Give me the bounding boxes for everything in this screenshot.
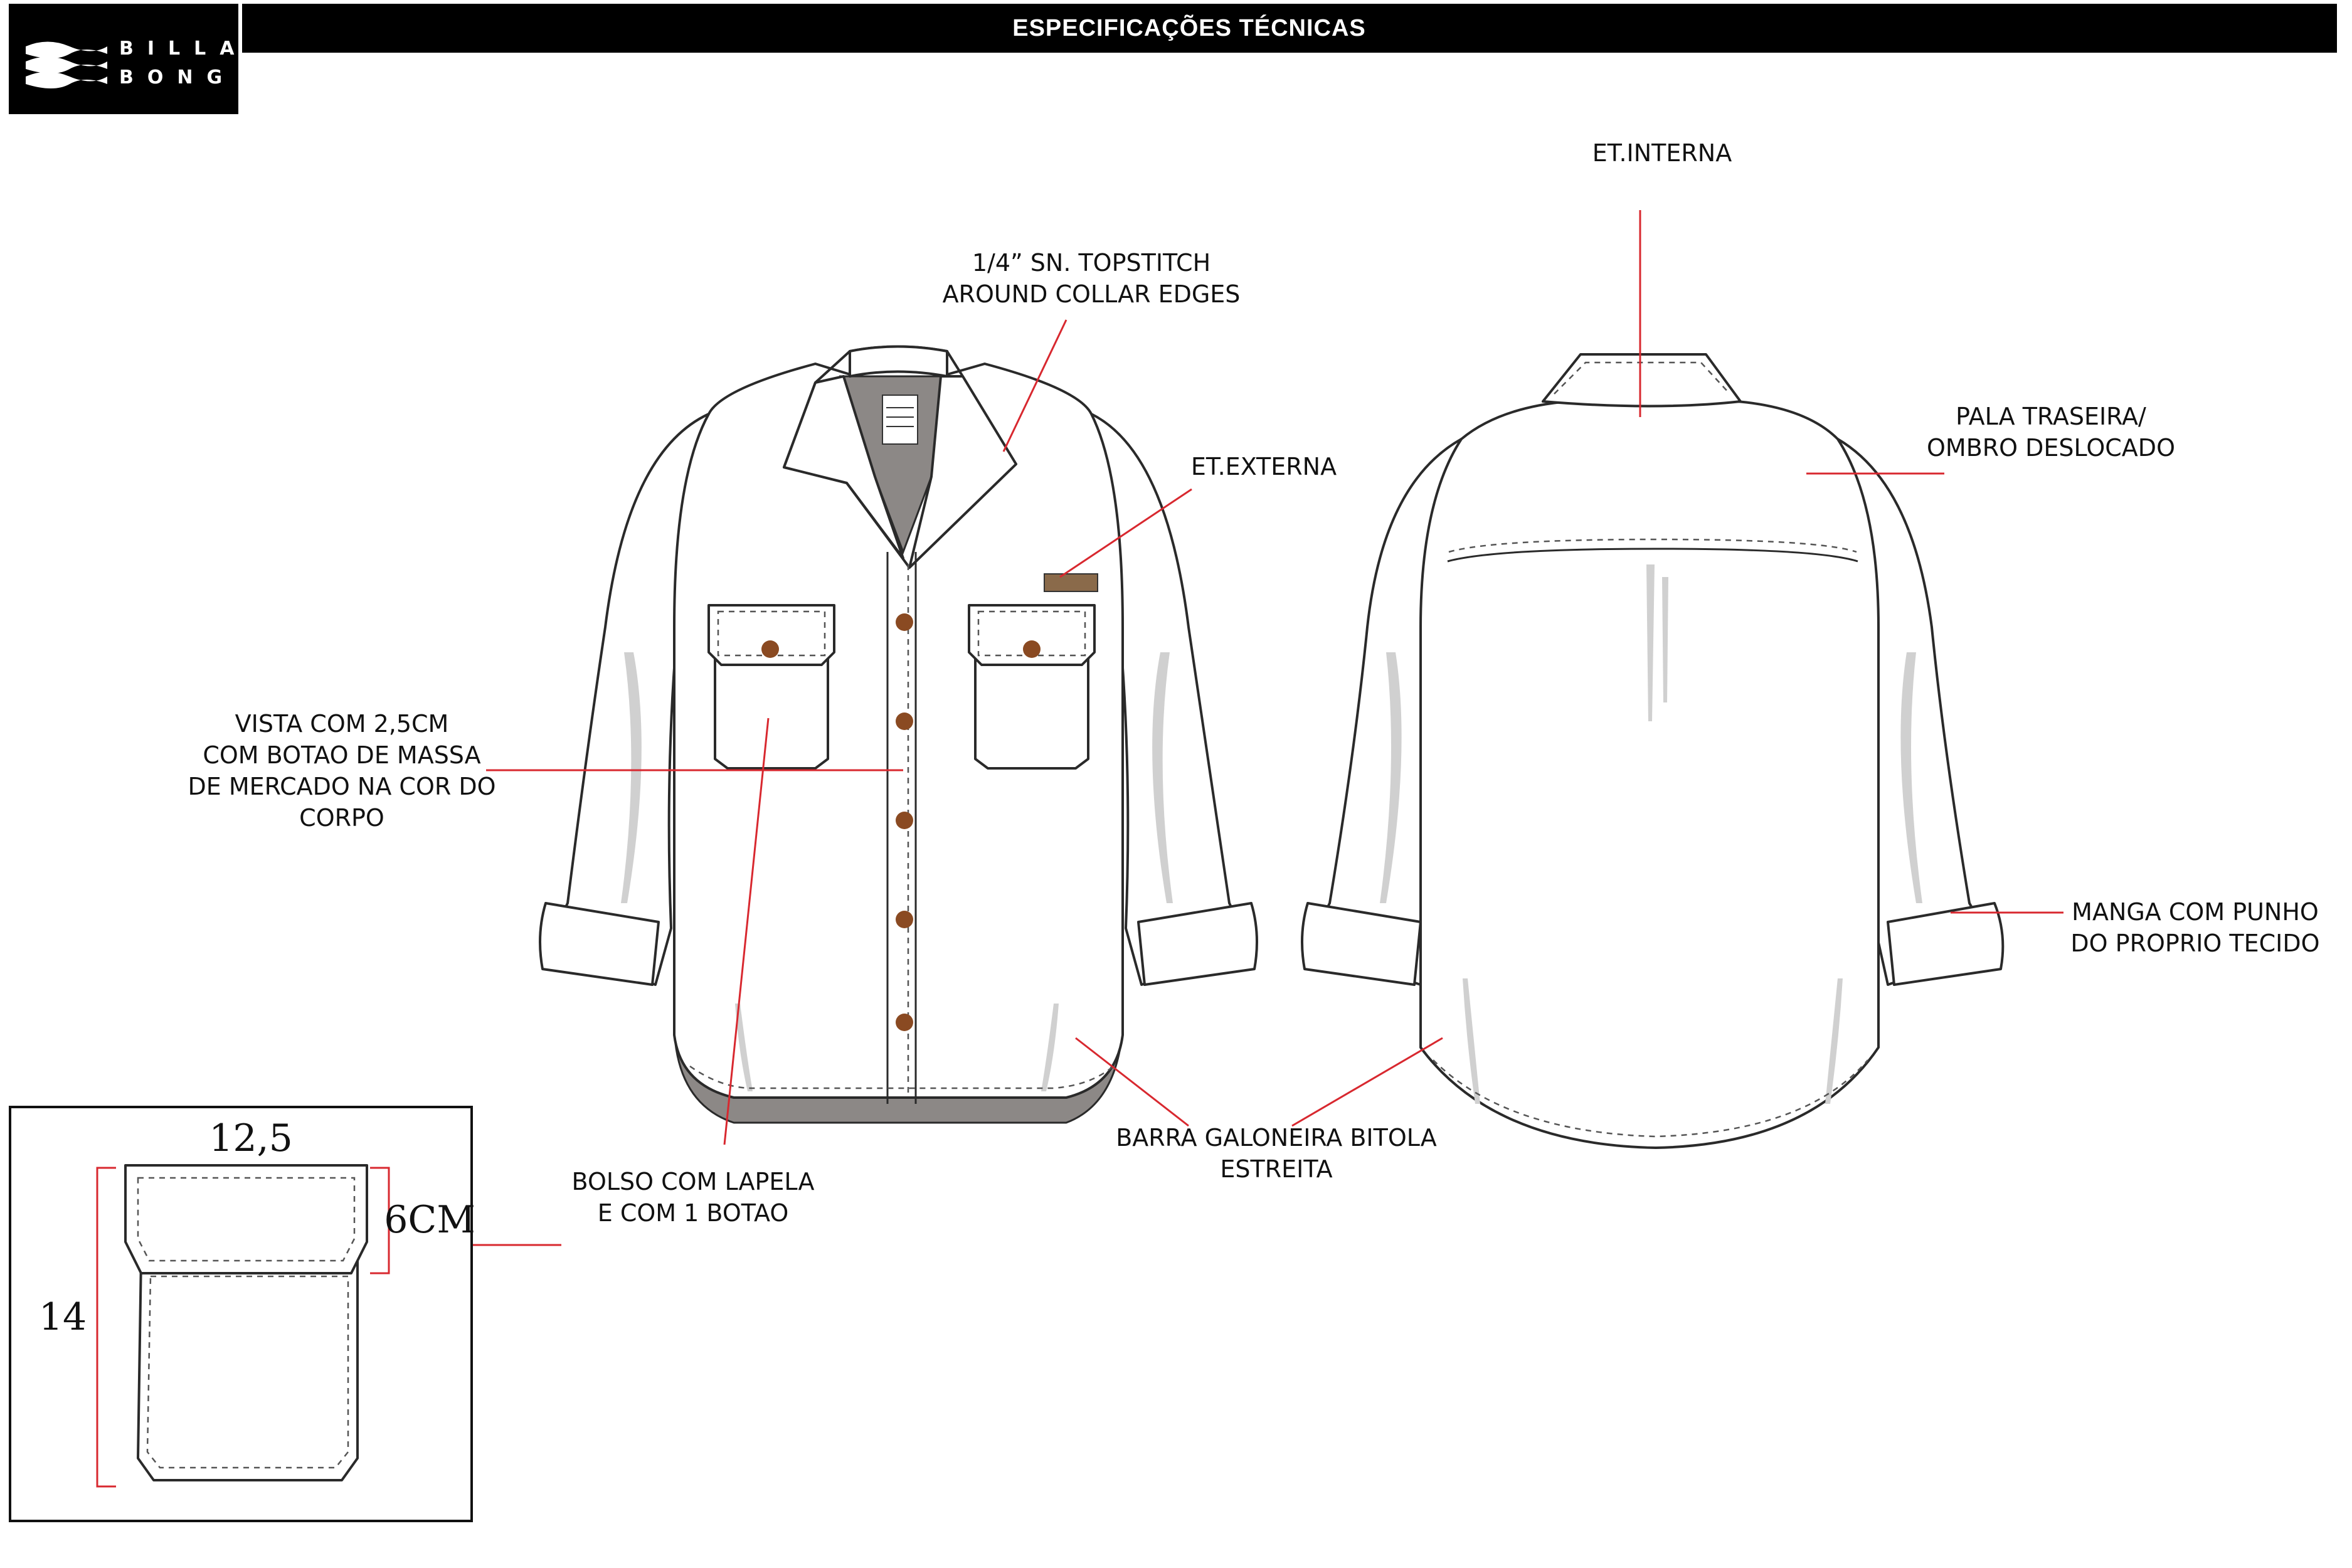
pocket-button <box>1023 640 1041 658</box>
shirt-back-view <box>1301 353 2005 1149</box>
pocket-height-dimension <box>96 1167 116 1488</box>
front-right-pocket-flap <box>968 604 1096 666</box>
shirt-front-view <box>539 345 1258 1124</box>
label-barra-2: ESTREITA <box>1220 1155 1332 1183</box>
front-right-cuff <box>1137 902 1258 986</box>
back-body <box>1419 400 1880 1149</box>
front-left-pocket <box>714 651 829 770</box>
placket-button <box>896 712 913 730</box>
label-pala-2: OMBRO DESLOCADO <box>1927 434 2175 462</box>
front-left-sleeve <box>544 413 710 986</box>
label-vista-1: VISTA COM 2,5CM <box>235 710 449 738</box>
page-title: ESPECIFICAÇÕES TÉCNICAS <box>1012 14 1366 41</box>
inner-label <box>882 395 918 445</box>
label-bolso-1: BOLSO COM LAPELA <box>572 1168 815 1195</box>
label-bolso-2: E COM 1 BOTAO <box>598 1199 788 1227</box>
front-right-pocket <box>974 651 1089 770</box>
label-et-externa: ET.EXTERNA <box>1191 453 1337 480</box>
label-vista-4: CORPO <box>299 804 384 832</box>
back-left-cuff <box>1301 902 1422 986</box>
front-right-sleeve <box>1090 413 1253 986</box>
front-left-cuff <box>539 902 660 986</box>
label-topstitch-2: AROUND COLLAR EDGES <box>943 280 1241 308</box>
placket-button <box>896 812 913 829</box>
label-manga-1: MANGA COM PUNHO <box>2072 898 2319 926</box>
placket-button <box>896 613 913 631</box>
pocket-detail-body <box>137 1256 359 1481</box>
billabong-logo: BILLA BONG <box>9 4 238 114</box>
label-vista-3: DE MERCADO NA COR DO <box>188 773 495 800</box>
label-vista-2: COM BOTAO DE MASSA <box>203 741 480 769</box>
pocket-flap-value: 6CM <box>384 1198 475 1242</box>
logo-line-1: BILLA <box>119 38 248 60</box>
title-bar: ESPECIFICAÇÕES TÉCNICAS <box>242 4 2337 53</box>
pocket-width-value: 12,5 <box>209 1116 293 1160</box>
placket-button <box>896 911 913 928</box>
pocket-detail: 12,5 14 6CM <box>9 1106 475 1522</box>
pocket-flap-dimension <box>370 1167 390 1274</box>
logo-line-2: BONG <box>119 66 236 88</box>
front-body <box>673 363 1124 1099</box>
placket-button <box>896 1014 913 1031</box>
label-pala-1: PALA TRASEIRA/ <box>1956 403 2146 430</box>
label-et-interna: ET.INTERNA <box>1592 139 1732 167</box>
annotation-leaders <box>436 210 2063 1246</box>
pocket-button <box>761 640 779 658</box>
billabong-wave-icon <box>26 41 107 88</box>
label-manga-2: DO PROPRIO TECIDO <box>2070 930 2319 957</box>
pocket-detail-flap <box>124 1164 368 1274</box>
front-left-lapel <box>783 375 904 559</box>
back-collar <box>1542 353 1742 408</box>
external-label <box>1044 573 1098 592</box>
label-topstitch-1: 1/4” SN. TOPSTITCH <box>972 249 1210 277</box>
pocket-height-value: 14 <box>39 1295 87 1339</box>
label-barra-1: BARRA GALONEIRA BITOLA <box>1116 1124 1437 1152</box>
front-left-pocket-flap <box>707 604 835 666</box>
front-collar-stand <box>849 345 948 378</box>
